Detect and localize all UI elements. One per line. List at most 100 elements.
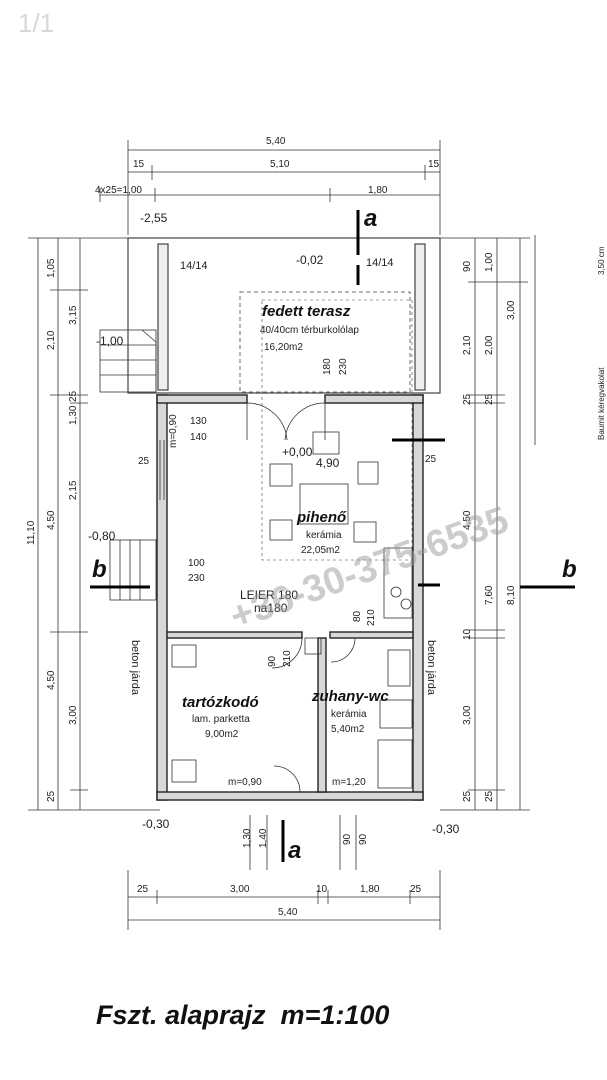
dim-inner-490: 4,90 (316, 456, 340, 470)
dim-left-25a: 25 (68, 390, 79, 402)
dim-top-mid-right: 15 (428, 159, 440, 170)
dim-inner-210b: 210 (282, 650, 293, 667)
dim-top-mid-left: 15 (133, 159, 145, 170)
dim-right-100: 1,00 (484, 252, 495, 272)
dim-inner-180: 180 (322, 358, 333, 375)
dim-inner-m090b: m=0,90 (228, 777, 262, 788)
room-bath-material: kerámia (331, 709, 367, 720)
dim-right-10: 10 (462, 628, 473, 640)
right-dimensions: 90 1,00 3,00 2,10 2,00 25 25 4,50 7,60 8… (462, 252, 517, 802)
section-a-top: a (364, 205, 377, 232)
dim-bottom-door4: 90 (358, 833, 369, 845)
dim-right-450: 4,50 (462, 510, 473, 530)
room-living-area: 22,05m2 (301, 545, 340, 556)
dim-right-25d: 25 (484, 790, 495, 802)
dim-bottom-overall: 5,40 (278, 907, 298, 918)
beton-right-label: beton járda (425, 640, 437, 696)
dim-bottom-door2: 1,40 (258, 828, 269, 848)
page-counter: 1/1 (18, 8, 55, 38)
side-note-label: Baumit kéregvakolat (597, 367, 606, 440)
na180-label: na180 (254, 601, 288, 615)
furniture (171, 431, 413, 789)
beton-left-label: beton járda (129, 640, 141, 696)
room-living-material: kerámia (306, 530, 342, 541)
section-marks: a a b b (92, 205, 577, 864)
dim-left-210: 2,10 (46, 330, 57, 350)
dim-inner-100: 100 (188, 558, 205, 569)
dim-bottom-left-wall: 25 (137, 884, 149, 895)
cutting-planes (90, 210, 575, 862)
dim-right-810: 8,10 (506, 585, 517, 605)
section-b-right: b (562, 556, 577, 583)
dim-left-300: 3,00 (68, 705, 79, 725)
dim-inner-25b: 25 (425, 454, 437, 465)
dim-top-mid: 5,10 (270, 159, 290, 170)
level-stairs-top: -1,00 (96, 334, 124, 348)
room-bedroom-name: tartózkodó (182, 694, 259, 711)
tile-left: 14/14 (180, 260, 208, 272)
room-living-name: pihenő (296, 509, 347, 526)
dim-bottom-door1: 1,30 (242, 828, 253, 848)
side-stairs (109, 539, 157, 601)
dim-bottom-mid-wall: 10 (316, 884, 328, 895)
terrace-stairs (99, 329, 157, 393)
room-bedroom-material: lam. parketta (192, 714, 250, 725)
room-living: pihenő kerámia 22,05m2 (296, 509, 347, 556)
room-terrace-area: 16,20m2 (264, 342, 303, 353)
dim-bottom-left-room: 3,00 (230, 884, 250, 895)
leier-label: LEIER 180 (240, 588, 298, 602)
terrace-outline (127, 237, 441, 561)
section-b-left: b (92, 556, 107, 583)
dim-inner-90: 90 (267, 655, 278, 667)
dim-left-450a: 4,50 (46, 510, 57, 530)
level-bottom-right: -0,30 (432, 822, 460, 836)
top-dimensions: 5,40 15 5,10 15 4x25=1,00 1,80 (95, 136, 440, 196)
dim-right-25c: 25 (462, 790, 473, 802)
dim-right-760: 7,60 (484, 585, 495, 605)
dim-right-300: 3,00 (506, 300, 517, 320)
level-marks: -2,55 -0,02 -1,00 +0,00 -0,80 -0,30 -0,3… (88, 211, 460, 836)
room-bedroom-area: 9,00m2 (205, 729, 239, 740)
dim-inner-210: 210 (366, 609, 377, 626)
dimension-lines (28, 140, 536, 930)
level-terrace: -0,02 (296, 253, 324, 267)
dim-right-200: 2,00 (484, 335, 495, 355)
dim-right-300b: 3,00 (462, 705, 473, 725)
dim-left-25b: 25 (46, 790, 57, 802)
dim-inner-80: 80 (352, 610, 363, 622)
dim-inner-130: 130 (190, 416, 207, 427)
dim-bottom-door3: 90 (342, 833, 353, 845)
dim-left-overall: 11,10 (26, 520, 37, 545)
left-dimensions: 11,10 1,05 3,15 2,10 25 1,30 4,50 2,15 4… (26, 258, 79, 802)
room-terrace: fedett terasz 40/40cm térburkolólap 16,2… (260, 303, 359, 353)
dim-left-215: 2,15 (68, 480, 79, 500)
misc-labels: 14/14 14/14 LEIER 180 na180 beton járda … (129, 246, 606, 696)
inner-dimensions: 130 140 m=0,90 180 230 100 230 25 25 4,9… (138, 358, 437, 788)
dim-right-25a: 25 (462, 393, 473, 405)
level-bottom-left: -0,30 (142, 817, 170, 831)
dim-left-450b: 4,50 (46, 670, 57, 690)
dim-top-steps: 4x25=1,00 (95, 185, 142, 196)
dim-inner-m090: m=0,90 (168, 414, 179, 448)
dim-inner-140: 140 (190, 432, 207, 443)
dim-right-210: 2,10 (462, 335, 473, 355)
dim-right-25b: 25 (484, 393, 495, 405)
dim-left-105: 1,05 (46, 258, 57, 278)
level-top-left: -2,55 (140, 211, 168, 225)
tile-right: 14/14 (366, 257, 394, 269)
dim-inner-m120: m=1,20 (332, 777, 366, 788)
section-a-bottom: a (288, 837, 301, 864)
dim-bottom-right-room: 1,80 (360, 884, 380, 895)
plan-caption: Fszt. alaprajz m=1:100 (96, 1000, 390, 1030)
room-terrace-material: 40/40cm térburkolólap (260, 325, 359, 336)
dim-inner-230: 230 (338, 358, 349, 375)
bottom-dimensions: 25 3,00 10 1,80 25 5,40 1,30 1,40 90 90 (137, 828, 422, 918)
level-floor: +0,00 (282, 445, 313, 459)
dim-bottom-right-wall: 25 (410, 884, 422, 895)
dim-inner-230b: 230 (188, 573, 205, 584)
room-bath: zuhany-wc kerámia 5,40m2 (311, 688, 389, 735)
room-bath-area: 5,40m2 (331, 724, 365, 735)
dim-right-90: 90 (462, 260, 473, 272)
side-cm-label: 3,50 cm (597, 246, 606, 275)
